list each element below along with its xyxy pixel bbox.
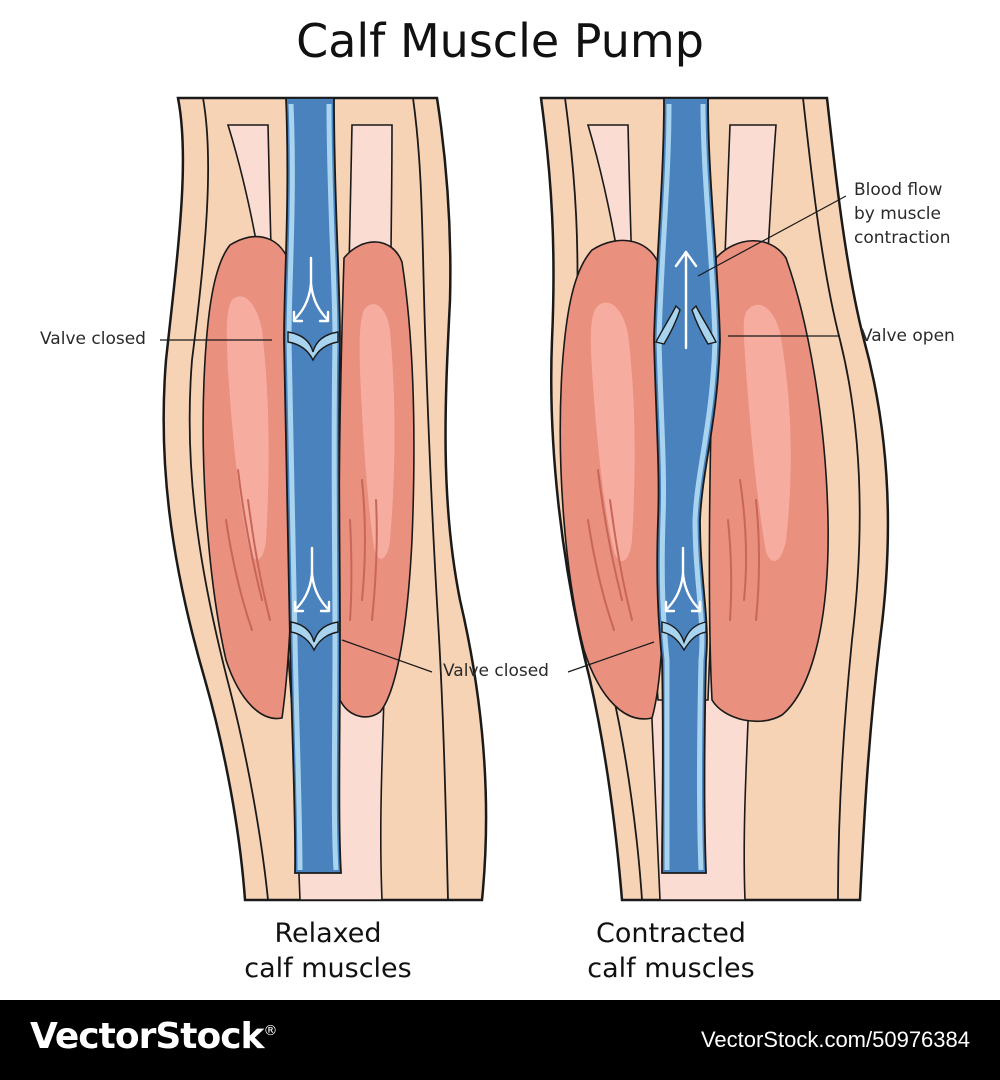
left-muscle-lateral-highlight: [226, 296, 269, 560]
left-muscle-medial-highlight: [359, 304, 395, 559]
leader-valve-closed-bottom-right: [567, 641, 655, 673]
left-vein-wall-left: [286, 103, 303, 871]
right-muscle-medial-highlight: [743, 304, 791, 562]
right-vein-wall-right: [692, 103, 718, 871]
right-leg: [539, 96, 890, 902]
right-valve-top-open: [654, 304, 718, 345]
callout-valve-closed-top: Valve closed: [40, 329, 146, 349]
right-muscle-lateral-highlight: [590, 302, 635, 562]
right-valve-bottom: [661, 621, 707, 652]
callout-blood-flow-line3: contraction: [854, 228, 951, 248]
callout-valve-open: Valve open: [861, 326, 955, 346]
left-reflux-arrows: [292, 256, 331, 613]
caption-relaxed: Relaxed calf muscles: [178, 916, 478, 986]
page-title: Calf Muscle Pump: [296, 14, 704, 68]
left-muscle-fibers: [225, 469, 378, 631]
watermark-url: VectorStock.com/50976384: [700, 1027, 970, 1052]
right-muscle-fibers: [587, 469, 760, 631]
right-vein: [653, 97, 721, 874]
callout-blood-flow-line1: Blood flow: [854, 180, 943, 200]
leader-blood-flow: [697, 195, 847, 277]
callout-blood-flow: Blood flow by muscle contraction: [854, 178, 951, 250]
callout-valve-closed-bottom: Valve closed: [443, 661, 549, 681]
watermark-brand: VectorStock®: [30, 1016, 278, 1057]
caption-contracted-line2: calf muscles: [587, 953, 755, 984]
leader-valve-closed-bottom-left: [341, 639, 433, 673]
diagram-stage: Calf Muscle Pump Valve closed Valve clos…: [40, 14, 955, 986]
caption-relaxed-line2: calf muscles: [244, 953, 412, 984]
callout-blood-flow-line2: by muscle: [854, 204, 941, 224]
left-leg: [162, 96, 488, 902]
left-vein-wall-right: [326, 103, 339, 871]
right-vein-wall-left: [656, 103, 672, 870]
right-flow-arrows: [664, 250, 702, 613]
callout-lines: [160, 195, 847, 673]
left-leg-inner-contour: [188, 97, 449, 901]
watermark-bar: VectorStock® VectorStock.com/50976384: [0, 1000, 1000, 1080]
left-valve-top: [287, 331, 339, 362]
caption-contracted-line1: Contracted: [596, 918, 746, 949]
watermark-brand-text: VectorStock: [30, 1016, 264, 1057]
caption-relaxed-line1: Relaxed: [274, 918, 382, 949]
left-valve-bottom: [290, 621, 339, 652]
calf-pump-illustration: [160, 96, 890, 902]
registered-mark-icon: ®: [263, 1023, 278, 1039]
caption-contracted: Contracted calf muscles: [521, 916, 821, 986]
